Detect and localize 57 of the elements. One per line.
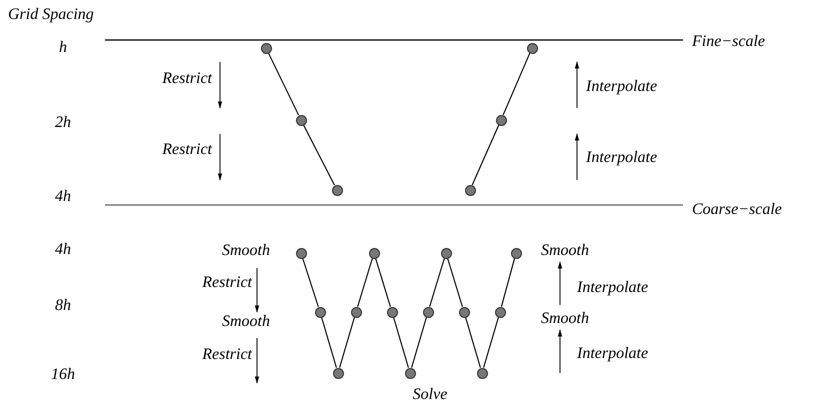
grid-point-dot xyxy=(496,114,506,126)
operation-label: Restrict xyxy=(202,274,252,292)
grid-point-dot xyxy=(314,306,326,318)
connector-line xyxy=(411,317,427,368)
grid-point-dot xyxy=(422,306,434,318)
grid-point-dot xyxy=(350,306,362,318)
scale-label: Fine−scale xyxy=(692,33,765,51)
operation-label: Smooth xyxy=(222,313,270,331)
operation-label: Smooth xyxy=(541,242,589,260)
grid-point-dot xyxy=(440,248,452,258)
grid-level-label: 4h xyxy=(55,188,71,206)
grid-point-dot xyxy=(494,306,506,318)
operation-label: Interpolate xyxy=(577,345,648,363)
grid-level-label: 4h xyxy=(55,241,71,259)
grid-point-dot xyxy=(510,248,522,258)
grid-level-label: 16h xyxy=(51,366,75,384)
grid-point-dot xyxy=(332,184,342,196)
operation-label: Restrict xyxy=(202,346,252,364)
grid-point-dot xyxy=(464,184,476,196)
grid-point-dot xyxy=(260,42,272,54)
operation-label: Interpolate xyxy=(586,78,658,96)
operation-label: Interpolate xyxy=(577,279,648,297)
operation-label: Smooth xyxy=(222,242,270,260)
axis-title: Grid Spacing xyxy=(8,6,94,24)
connector-line xyxy=(321,317,337,368)
connector-line xyxy=(357,258,373,307)
connector-line xyxy=(303,124,335,186)
connector-line xyxy=(375,258,391,307)
connector-line xyxy=(500,258,516,307)
grid-level-label: h xyxy=(59,39,67,57)
operation-label: Restrict xyxy=(162,141,212,159)
grid-point-dot xyxy=(458,306,470,318)
connector-line xyxy=(268,52,300,116)
grid-point-dot xyxy=(332,368,344,378)
connector-line xyxy=(472,124,500,186)
connector-line xyxy=(429,258,445,307)
connector-line xyxy=(502,52,530,116)
scale-label: Coarse−scale xyxy=(692,201,782,219)
operation-label: Interpolate xyxy=(586,149,658,167)
connector-line xyxy=(393,317,409,368)
grid-point-dot xyxy=(526,42,538,54)
grid-level-label: 2h xyxy=(55,114,71,132)
operation-label: Restrict xyxy=(162,70,212,88)
connector-line xyxy=(483,317,499,368)
operation-label: Solve xyxy=(412,386,448,404)
grid-level-label: 8h xyxy=(55,297,71,315)
connector-line xyxy=(447,258,463,307)
connector-line xyxy=(465,317,481,368)
grid-point-dot xyxy=(296,248,306,258)
grid-point-dot xyxy=(296,114,306,126)
grid-point-dot xyxy=(404,368,416,378)
grid-point-dot xyxy=(368,248,380,258)
grid-point-dot xyxy=(386,306,398,318)
operation-label: Smooth xyxy=(541,310,589,328)
connector-line xyxy=(302,258,319,307)
connector-line xyxy=(339,317,355,368)
grid-point-dot xyxy=(476,368,488,378)
